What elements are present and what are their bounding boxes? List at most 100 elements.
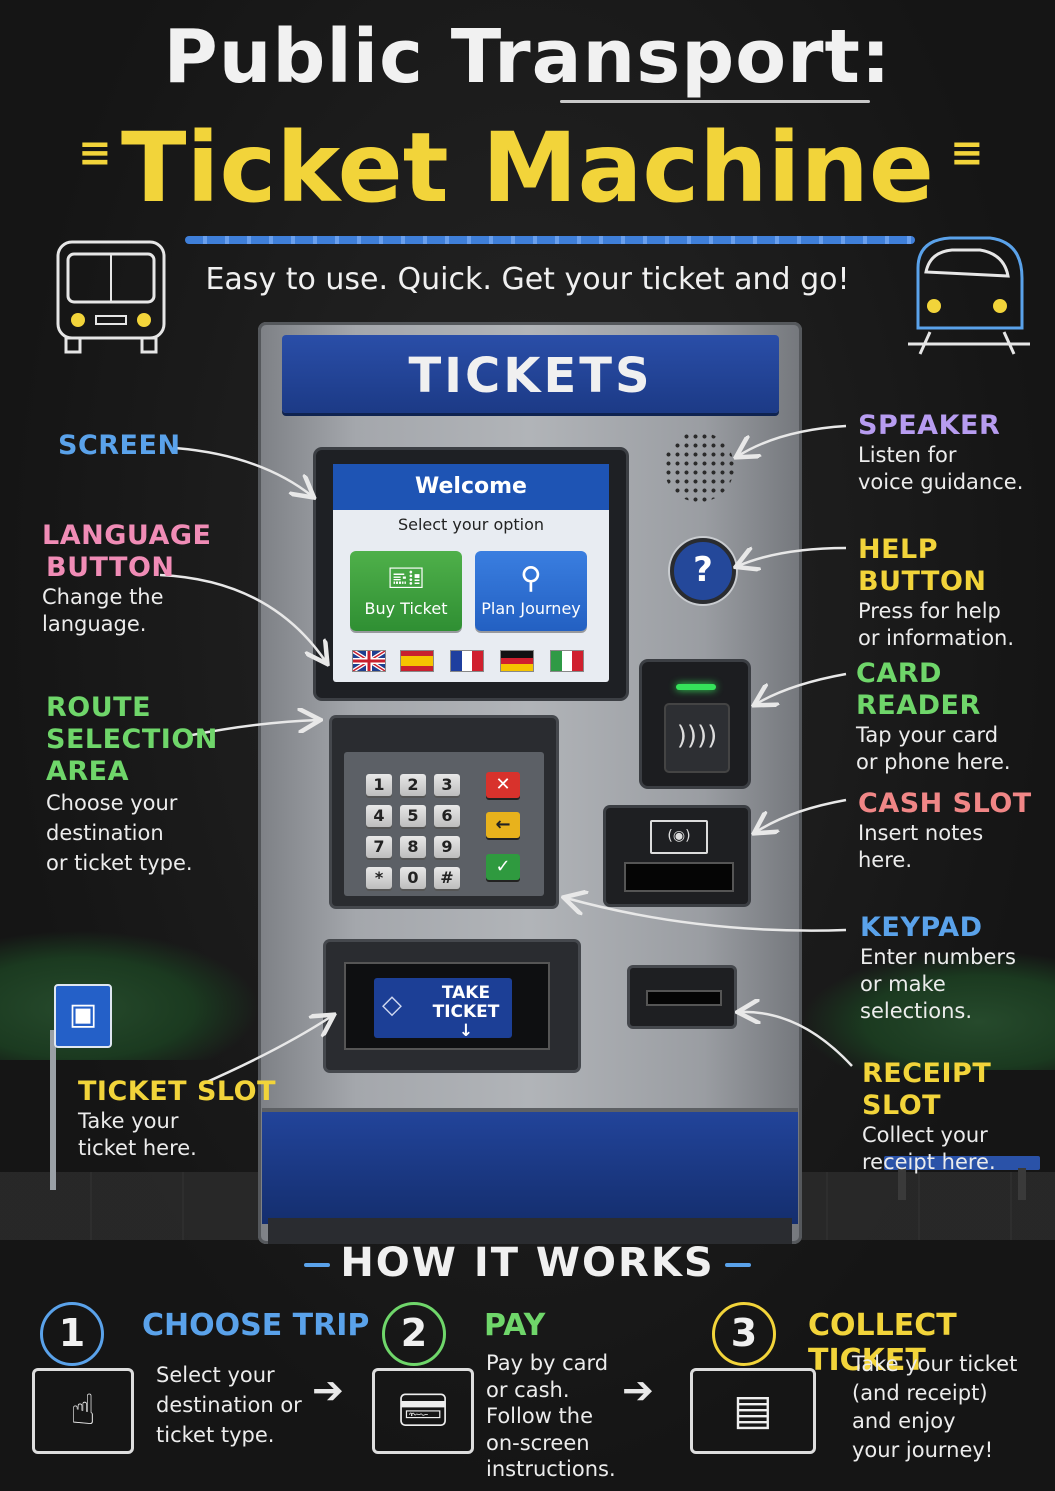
flag-spain-icon[interactable] [400, 650, 434, 672]
plan-journey-label: Plan Journey [481, 599, 581, 618]
title-line-1: Public Transport: [163, 14, 892, 100]
step-1-title: CHOOSE TRIP [142, 1308, 370, 1343]
label-receipt-desc-2: receipt here. [862, 1150, 996, 1174]
label-keypad-desc-2: or make [860, 972, 946, 996]
label-ticket-slot-desc-1: Take your [78, 1109, 179, 1133]
label-keypad-desc-3: selections. [860, 999, 973, 1023]
label-speaker-desc-2: voice guidance. [858, 470, 1024, 494]
machine-base [262, 1108, 798, 1224]
step-3-number: 3 [712, 1302, 776, 1366]
ticket-slot-label: TAKE TICKET ↓ [420, 984, 512, 1041]
spark-left-icon: ≡ [78, 130, 112, 176]
keypad-key[interactable]: * [366, 867, 392, 889]
label-language-desc-2: language. [42, 612, 147, 636]
label-cash-desc-1: Insert notes [858, 821, 984, 845]
bench-leg-right [1018, 1168, 1026, 1200]
step-3-desc-3: and enjoy [852, 1409, 956, 1433]
step-1-desc: Select your destination or ticket type. [156, 1360, 302, 1450]
label-keypad-title: KEYPAD [860, 912, 983, 943]
keypad-key[interactable]: 2 [400, 774, 426, 796]
heading-dash-left [304, 1263, 331, 1267]
step-1-desc-3: ticket type. [156, 1423, 275, 1447]
keypad-key[interactable]: # [434, 867, 460, 889]
step-2-desc-4: on-screen [486, 1430, 590, 1455]
keypad-key[interactable]: 4 [366, 805, 392, 827]
flag-france-icon[interactable] [450, 650, 484, 672]
step-arrow-2-icon: ➔ [622, 1368, 654, 1412]
keypad-key[interactable]: 5 [400, 805, 426, 827]
keypad-key[interactable]: 6 [434, 805, 460, 827]
banknote-icon: (◉) [650, 820, 708, 854]
contactless-icon[interactable]: )))) [664, 703, 730, 773]
label-ticket-slot-title: TICKET SLOT [78, 1076, 277, 1107]
keypad-key[interactable]: 9 [434, 836, 460, 858]
spark-right-icon: ≡ [950, 130, 984, 176]
step-2-desc-3: Follow the [486, 1404, 594, 1428]
step-1-number: 1 [40, 1302, 104, 1366]
step-3-title: COLLECT TICKET [808, 1308, 957, 1378]
label-card-title: CARD READER [856, 658, 981, 721]
bus-icon [56, 240, 166, 354]
ticket-icon: 🎫︎ [386, 561, 426, 596]
step-3-desc-2: (and receipt) [852, 1380, 988, 1405]
label-help: HELP BUTTON Press for help or informatio… [858, 534, 1055, 652]
label-route-desc-1: Choose your [46, 791, 178, 815]
receipt-slot[interactable] [646, 990, 722, 1006]
card-pay-icon: 💳︎ [372, 1368, 474, 1454]
label-speaker: SPEAKER Listen for voice guidance. [858, 410, 1023, 496]
label-card-reader: CARD READER Tap your card or phone here. [856, 658, 1055, 776]
bushes-right [800, 950, 1055, 1070]
buy-ticket-button[interactable]: 🎫︎ Buy Ticket [350, 551, 462, 631]
step-2-number: 2 [382, 1302, 446, 1366]
card-reader-light [676, 684, 716, 690]
arrow-ticket [199, 1016, 332, 1087]
label-ticket-slot: TICKET SLOT Take your ticket here. [78, 1076, 276, 1162]
ticket-slot-label-line2: TICKET [432, 1002, 500, 1022]
machine-foot [268, 1218, 792, 1244]
cancel-key[interactable]: ✕ [486, 772, 520, 798]
keypad-key[interactable]: 7 [366, 836, 392, 858]
back-key[interactable]: ← [486, 812, 520, 838]
step-3-desc-4: your journey! [852, 1437, 994, 1462]
arrow-language [159, 573, 326, 662]
label-ticket-slot-desc-2: ticket here. [78, 1136, 197, 1160]
arrow-help [738, 548, 847, 566]
flag-uk-icon[interactable] [352, 650, 386, 672]
screen-welcome: Welcome [333, 464, 609, 510]
ticket-dispense-icon: ▤ [690, 1368, 816, 1454]
label-language: LANGUAGE BUTTON Change the language. [42, 520, 211, 638]
keypad-key[interactable]: 8 [400, 836, 426, 858]
arrow-speaker [738, 424, 847, 456]
label-help-desc-2: or information. [858, 626, 1015, 650]
keypad-key[interactable]: 1 [366, 774, 392, 796]
flag-germany-icon[interactable] [500, 650, 534, 672]
step-1-desc-2: destination or [156, 1393, 302, 1417]
label-language-title-2: BUTTON [46, 552, 175, 583]
label-language-desc-1: Change the [42, 585, 164, 609]
ticket-slot-label-panel [374, 978, 512, 1038]
label-route-desc-3: or ticket type. [46, 851, 193, 875]
cash-slot-opening[interactable] [624, 862, 734, 892]
arrow-card [756, 672, 847, 704]
buy-ticket-label: Buy Ticket [364, 599, 448, 618]
step-2-desc-5: instructions. [486, 1457, 616, 1481]
label-receipt-title: RECEIPT SLOT [862, 1058, 992, 1121]
machine-title: TICKETS [408, 348, 653, 404]
keypad-key[interactable]: 0 [400, 867, 426, 889]
bus-stop-pole [50, 1030, 56, 1190]
label-language-title-1: LANGUAGE [42, 520, 212, 551]
label-speaker-title: SPEAKER [858, 410, 1001, 441]
ok-key[interactable]: ✓ [486, 854, 520, 880]
bus-stop-sign-icon: ▣ [54, 984, 112, 1048]
touchscreen-hand-icon: ☝︎ [32, 1368, 134, 1454]
heading-dash-right [724, 1263, 751, 1267]
arrow-receipt [740, 1012, 853, 1067]
label-route-desc-2: destination [46, 821, 164, 845]
label-receipt-desc-1: Collect your [862, 1123, 988, 1147]
flag-italy-icon[interactable] [550, 650, 584, 672]
plan-journey-button[interactable]: ⚲ Plan Journey [475, 551, 587, 631]
train-icon [908, 236, 1030, 355]
keypad-key[interactable]: 3 [434, 774, 460, 796]
step-2-title: PAY [484, 1308, 546, 1343]
